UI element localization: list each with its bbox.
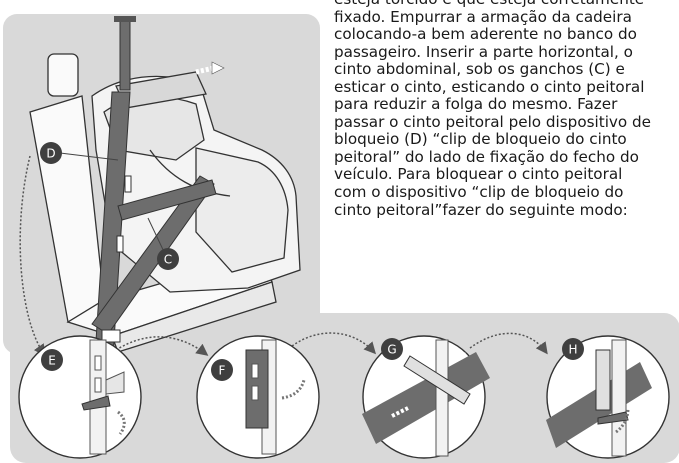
text-line: veículo. Para bloquear o cinto peitoral bbox=[334, 165, 623, 184]
text-line: colocando-a bem aderente no banco do bbox=[334, 25, 637, 44]
svg-text:F: F bbox=[219, 364, 226, 378]
svg-text:E: E bbox=[48, 354, 56, 368]
text-line: bloqueio (D) “clip de bloqueio do cinto bbox=[334, 130, 627, 149]
seat-belt bbox=[91, 16, 217, 373]
step-h: H bbox=[546, 335, 670, 459]
text-line: cinto abdominal, sob os ganchos (C) e bbox=[334, 60, 625, 79]
text-line: passageiro. Inserir a parte horizontal, … bbox=[334, 42, 633, 61]
text-line: esticar o cinto, esticando o cinto peito… bbox=[334, 77, 645, 96]
text-line: peitoral” do lado de fixação do fecho do bbox=[334, 147, 639, 166]
svg-text:G: G bbox=[387, 343, 396, 357]
push-arrow-icon bbox=[195, 65, 215, 75]
text-line: fixado. Empurrar a armação da cadeira bbox=[334, 7, 632, 26]
step-g: G bbox=[362, 335, 490, 459]
text-line: cinto peitoral”fazer do seguinte modo: bbox=[334, 200, 628, 219]
text-line: passar o cinto peitoral pelo dispositivo… bbox=[334, 112, 652, 131]
svg-text:D: D bbox=[46, 147, 55, 161]
svg-text:C: C bbox=[164, 253, 172, 267]
step-e: E bbox=[18, 335, 142, 459]
text-line: esteja torcido e que esteja corretamente bbox=[334, 0, 679, 9]
step-f: F bbox=[196, 335, 320, 459]
step-arrows bbox=[19, 155, 548, 357]
callout-d-badge: D bbox=[40, 142, 62, 164]
text-line: com o dispositivo “clip de bloqueio do bbox=[334, 183, 624, 202]
svg-text:H: H bbox=[568, 343, 577, 357]
callout-c-badge: C bbox=[157, 248, 179, 270]
text-line: para reduzir a folga do mesmo. Fazer bbox=[334, 95, 618, 114]
instruction-text: esteja torcido e que esteja corretamente… bbox=[334, 0, 679, 219]
